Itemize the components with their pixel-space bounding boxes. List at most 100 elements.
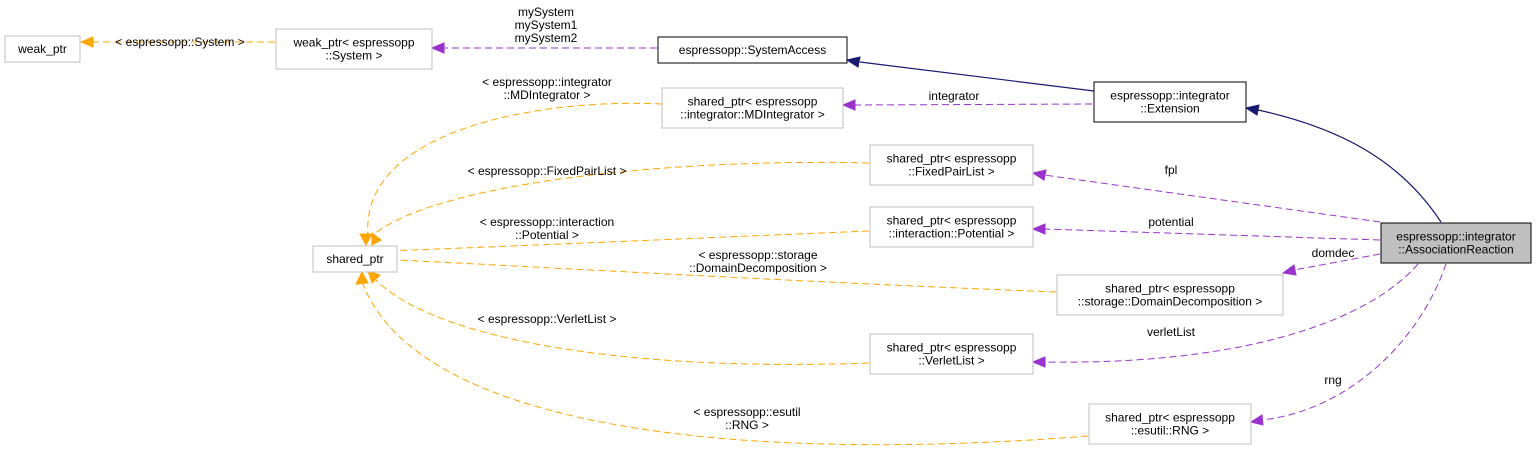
node-label-line: espressopp::integrator [1396, 230, 1515, 244]
arrowhead-fixedpairlist [1031, 169, 1047, 181]
edge-label-line: potential [1148, 215, 1193, 229]
edge-label-line: ::MDIntegrator > [503, 88, 590, 102]
edge-potential-to-shared-ptr [384, 230, 870, 252]
edge-association-to-fixedpairlist [1043, 174, 1381, 223]
node-label-line: espressopp::integrator [1110, 89, 1229, 103]
label-fixedpairlist-template: < espressopp::FixedPairList > [468, 164, 627, 178]
node-shared-ptr-domdec[interactable]: shared_ptr< espressopp::storage::DomainD… [1056, 274, 1284, 316]
node-box [1088, 403, 1252, 445]
label-mdintegrator-template: < espressopp::integrator::MDIntegrator > [482, 75, 612, 102]
node-box [869, 144, 1034, 186]
label-potential-template: < espressopp::interaction::Potential > [480, 215, 614, 242]
arrowhead-weak-ptr-system [430, 42, 445, 54]
arrowhead-shared-ptr-5 [367, 270, 381, 284]
edge-label-line: < espressopp::interaction [480, 215, 614, 229]
node-label-line: ::VerletList > [918, 354, 984, 368]
node-label-line: shared_ptr< espressopp [887, 152, 1017, 166]
node-extension[interactable]: espressopp::integrator::Extension [1093, 81, 1247, 123]
edge-label-line: mySystem [518, 5, 574, 19]
edge-mdintegrator-to-shared-ptr [367, 102, 663, 236]
node-box [869, 333, 1034, 375]
node-association-reaction[interactable]: espressopp::integrator::AssociationReact… [1380, 222, 1532, 264]
node-label-line: espressopp::SystemAccess [679, 43, 826, 57]
node-box [1380, 222, 1532, 264]
label-verletlist: verletList [1147, 325, 1196, 339]
node-shared-ptr-fixedpairlist[interactable]: shared_ptr< espressopp::FixedPairList > [869, 144, 1034, 186]
edge-label-line: verletList [1147, 325, 1196, 339]
node-system-access[interactable]: espressopp::SystemAccess [657, 36, 848, 64]
edge-label-line: rng [1324, 373, 1341, 387]
arrowhead-system-access [845, 56, 861, 68]
edge-label-line: integrator [929, 89, 980, 103]
label-domdec: domdec [1312, 246, 1355, 260]
node-label-line: shared_ptr [326, 252, 383, 266]
node-shared-ptr[interactable]: shared_ptr [312, 245, 398, 273]
node-shared-ptr-potential[interactable]: shared_ptr< espressopp::interaction::Pot… [869, 206, 1034, 248]
node-label-line: ::integrator::MDIntegrator > [680, 108, 824, 122]
edge-label-line: mySystem1 [515, 18, 578, 32]
label-integrator: integrator [929, 89, 980, 103]
label-potential: potential [1148, 215, 1193, 229]
arrowhead-weak-ptr [79, 36, 94, 48]
node-label-line: shared_ptr< espressopp [887, 214, 1017, 228]
edge-label-line: ::RNG > [725, 418, 769, 432]
edge-extension-to-system-access [859, 61, 1095, 92]
arrowhead-shared-ptr-1 [359, 233, 373, 247]
label-rng: rng [1324, 373, 1341, 387]
node-label-line: ::AssociationReaction [1398, 243, 1513, 257]
node-label-line: ::System > [325, 49, 382, 63]
edge-label-line: mySystem2 [515, 31, 578, 45]
edge-label-line: ::DomainDecomposition > [689, 261, 827, 275]
node-box [4, 35, 81, 63]
node-box [1093, 81, 1247, 123]
node-label-line: shared_ptr< espressopp [1105, 282, 1235, 296]
edge-association-to-verletlist [1043, 263, 1419, 363]
arrowhead-shared-ptr-2 [371, 231, 382, 246]
edge-extension-to-mdintegrator [853, 103, 1093, 106]
node-box [657, 36, 848, 64]
edge-verletlist-to-shared-ptr [373, 277, 870, 365]
edge-association-to-extension [1257, 109, 1442, 223]
node-weak-ptr[interactable]: weak_ptr [4, 35, 81, 63]
node-label-line: shared_ptr< espressopp [688, 95, 818, 109]
node-label-line: shared_ptr< espressopp [887, 341, 1017, 355]
edge-label-line: ::Potential > [515, 228, 579, 242]
node-box [275, 28, 433, 70]
edge-label-line: < espressopp::System > [115, 35, 244, 49]
node-box [869, 206, 1034, 248]
label-verletlist-template: < espressopp::VerletList > [478, 312, 617, 326]
node-label-line: shared_ptr< espressopp [1105, 411, 1235, 425]
edge-rng-to-shared-ptr [361, 281, 1089, 446]
node-label-line: ::Extension [1140, 102, 1199, 116]
node-box [312, 245, 398, 273]
node-weak-ptr-system[interactable]: weak_ptr< espressopp::System > [275, 28, 433, 70]
edge-association-to-rng [1261, 263, 1447, 421]
edge-label-line: fpl [1165, 163, 1178, 177]
arrowhead-shared-ptr-6 [355, 270, 369, 285]
arrowhead-mdintegrator [841, 99, 856, 111]
edge-label-line: < espressopp::storage [698, 248, 817, 262]
label-rng-template: < espressopp::esutil::RNG > [693, 405, 800, 432]
edge-association-to-domdec [1293, 253, 1381, 271]
arrowhead-domdec [1281, 264, 1297, 276]
edge-association-to-potential [1043, 228, 1381, 241]
node-box [661, 87, 844, 129]
node-shared-ptr-rng[interactable]: shared_ptr< espressopp::esutil::RNG > [1088, 403, 1252, 445]
node-label-line: ::FixedPairList > [908, 165, 994, 179]
node-shared-ptr-verletlist[interactable]: shared_ptr< espressopp::VerletList > [869, 333, 1034, 375]
node-shared-ptr-mdintegrator[interactable]: shared_ptr< espressopp::integrator::MDIn… [661, 87, 844, 129]
edge-label-line: < espressopp::VerletList > [478, 312, 617, 326]
edge-label-line: < espressopp::FixedPairList > [468, 164, 627, 178]
label-system-template: < espressopp::System > [115, 35, 244, 49]
node-box [1056, 274, 1284, 316]
edge-label-line: < espressopp::integrator [482, 75, 612, 89]
node-label-line: ::interaction::Potential > [889, 227, 1015, 241]
node-label-line: weak_ptr [17, 42, 67, 56]
edge-label-line: domdec [1312, 246, 1355, 260]
arrowhead-extension [1244, 104, 1260, 116]
arrowhead-rng [1249, 414, 1264, 426]
edge-label-line: < espressopp::esutil [693, 405, 800, 419]
arrowhead-verletlist [1031, 356, 1046, 368]
